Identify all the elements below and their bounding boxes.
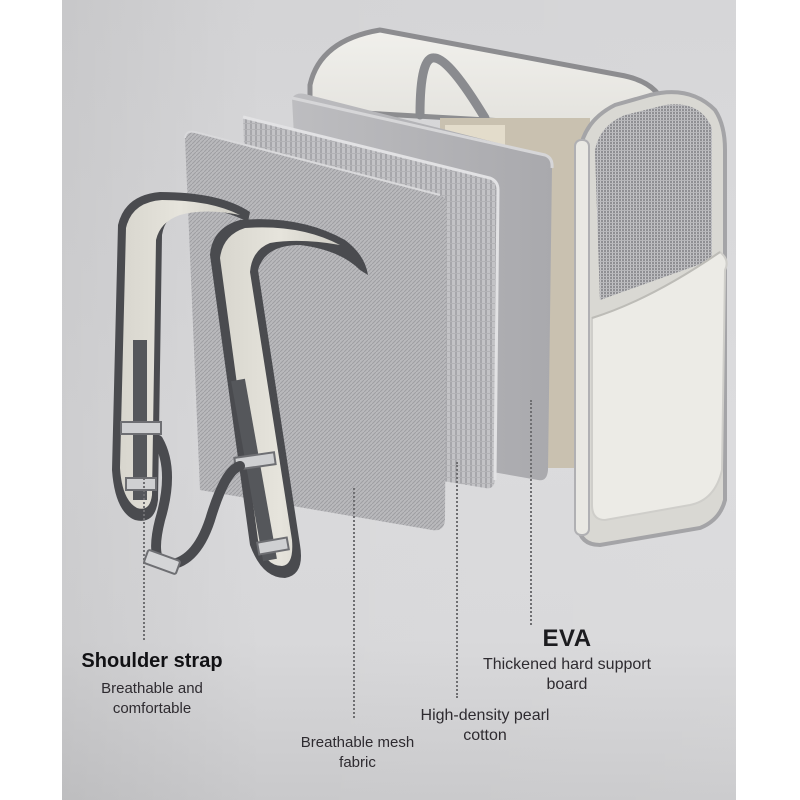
label-shoulder-strap: Shoulder strap Breathable and comfortabl… — [72, 650, 232, 719]
leader-line-eva — [530, 400, 532, 625]
label-description: High-density pearl cotton — [420, 707, 550, 744]
label-description: Breathable mesh fabric — [300, 734, 415, 771]
label-breathable-mesh: Breathable mesh fabric — [290, 733, 425, 773]
label-eva: EVA Thickened hard support board — [462, 625, 672, 695]
label-description: Breathable and comfortable — [101, 680, 203, 717]
label-title: Shoulder strap — [81, 650, 223, 672]
leader-line-mesh — [353, 488, 355, 718]
label-title: EVA — [542, 625, 592, 652]
leader-line-shoulder-strap — [143, 478, 145, 640]
leader-line-pearl-cotton — [456, 462, 458, 698]
label-pearl-cotton: High-density pearl cotton — [402, 706, 568, 746]
label-description: Thickened hard support board — [482, 656, 652, 693]
shoulder-straps — [112, 192, 368, 578]
